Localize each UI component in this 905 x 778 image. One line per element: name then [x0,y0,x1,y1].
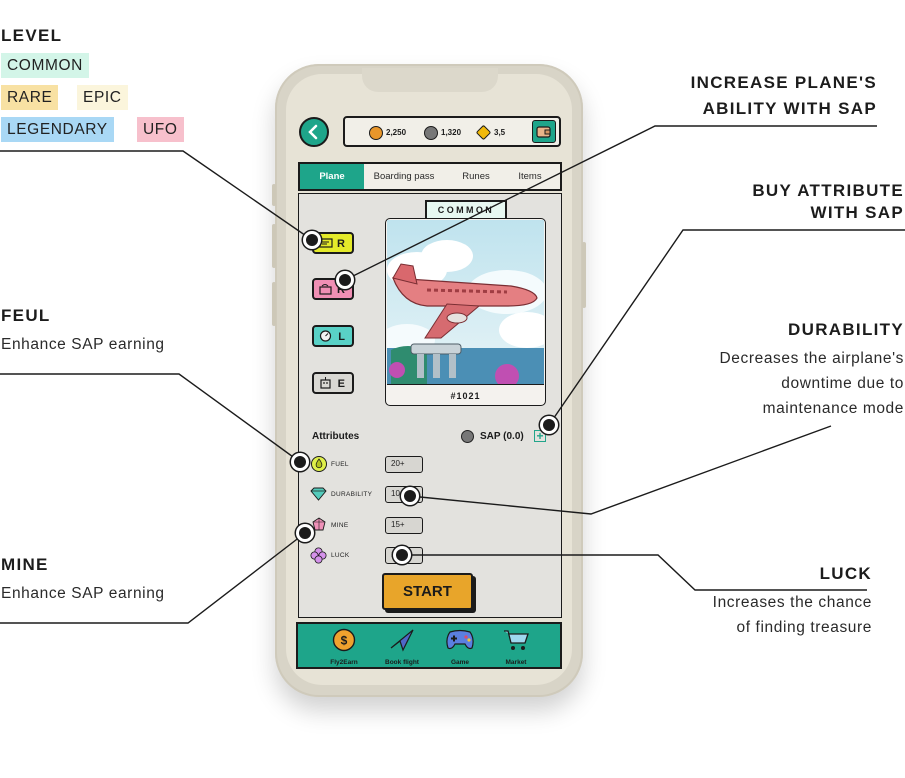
plus-icon: + [536,429,544,443]
bottom-nav: $ Fly2Earn Book flight Game Market [296,622,562,669]
diamond-icon [310,487,327,501]
level-tag-ufo: UFO [137,117,184,142]
buy-attribute-button[interactable]: + [534,430,546,442]
cart-icon [504,630,529,650]
nav-game[interactable]: Game [432,626,488,667]
luck-callout-title: LUCK [819,564,872,583]
slot-item-gauge[interactable]: L [312,325,354,347]
phone-volume-up [272,224,276,268]
legend-title: LEVEL [1,26,63,45]
level-tag-common: COMMON [1,53,89,78]
bnb-icon [475,124,492,141]
start-button[interactable]: START [382,573,473,610]
mine-marker [299,527,311,539]
plane-id: #1021 [450,391,481,401]
mine-callout-title: MINE [1,555,49,574]
nav-label: Game [450,659,470,666]
robot-icon [320,377,331,389]
level-marker [306,234,318,246]
clover-icon [310,547,327,564]
ticket-icon [318,238,333,248]
coin-balance: 2,250 [386,128,407,137]
durability-callout-text-2: downtime due to [781,375,904,392]
sap-balance: 1,320 [441,128,462,137]
plane-illustration [387,220,544,385]
svg-text:$: $ [341,634,348,648]
level-tag-epic: EPIC [77,85,128,110]
durability-callout-text-3: maintenance mode [762,400,904,417]
fuel-callout-title: FEUL [1,306,51,325]
radio-icon [319,284,332,295]
attribute-value-fuel: 20+ [385,456,423,473]
slot-level: R [337,284,345,296]
buy-marker [543,419,555,431]
fuel-callout-text: Enhance SAP earning [1,336,165,353]
balance-bar: 2,250 1,320 3,5 [343,116,561,147]
phone-volume-down [272,282,276,326]
tab-items[interactable]: Items [518,171,542,182]
chevron-left-icon [308,124,318,140]
phone-side-button [272,184,276,206]
slot-level: R [337,238,345,250]
nav-label: Book flight [385,659,419,666]
gauge-icon [319,330,332,342]
attribute-name-durability: DURABILITY [331,491,373,498]
phone-notch [362,68,498,92]
gem-icon [312,517,326,531]
fuel-marker [294,456,306,468]
bnb-balance: 3,5 [494,128,506,137]
fuel-drop-icon [311,456,327,472]
durability-callout-text-1: Decreases the airplane's [719,350,904,367]
increase-callout-title-1: INCREASE PLANE'S [690,73,877,92]
sap-label: SAP (0.0) [480,431,524,442]
slot-item-robot[interactable]: E [312,372,354,394]
luck-callout-text-1: Increases the chance [712,594,872,611]
nav-label: Market [505,659,527,666]
nav-market[interactable]: Market [488,626,544,667]
nav-label: Fly2Earn [330,659,358,666]
nav-book-flight[interactable]: Book flight [374,626,430,667]
tab-boarding-pass[interactable]: Boarding pass [373,171,435,182]
level-tag-legendary: LEGENDARY [1,117,114,142]
wallet-button[interactable] [532,120,556,143]
plane-card[interactable]: #1021 [385,218,546,406]
attribute-value-mine: 15+ [385,517,423,534]
slot-level: L [338,331,345,343]
sap-token-icon [461,430,474,443]
attribute-name-mine: MINE [331,522,349,529]
phone-power-button [582,242,586,308]
attribute-name-fuel: FUEL [331,461,349,468]
back-button[interactable] [299,117,329,147]
attribute-name-luck: LUCK [331,552,350,559]
luck-callout-text-2: of finding treasure [736,619,872,636]
buy-callout-title-2: WITH SAP [810,203,904,222]
coin-icon [369,126,383,140]
sap-token-icon [424,126,438,140]
mine-callout-text: Enhance SAP earning [1,585,165,602]
attributes-title: Attributes [312,431,360,442]
level-tag-rare: RARE [1,85,59,110]
plane-level-badge: COMMON [425,200,507,219]
luck-marker [396,549,408,561]
wallet-icon [536,126,551,138]
tab-runes[interactable]: Runes [462,171,490,182]
durability-marker [404,490,416,502]
mine-connector [0,532,306,624]
gamepad-icon [446,629,474,650]
increase-callout-title-2: ABILITY WITH SAP [702,99,877,118]
slot-boarding-pass[interactable]: R [312,232,354,254]
tab-plane[interactable]: Plane [300,164,364,189]
paper-plane-icon [390,629,414,652]
durability-callout-title: DURABILITY [788,320,904,339]
category-tabs: Plane Boarding pass Runes Items [298,162,562,191]
slot-level: E [337,378,345,390]
nav-fly2earn[interactable]: $ Fly2Earn [316,626,372,667]
buy-callout-title-1: BUY ATTRIBUTE [752,181,904,200]
increase-marker [339,274,351,286]
coin-icon: $ [332,628,356,652]
level-connector [0,150,313,241]
fuel-connector [0,373,301,463]
